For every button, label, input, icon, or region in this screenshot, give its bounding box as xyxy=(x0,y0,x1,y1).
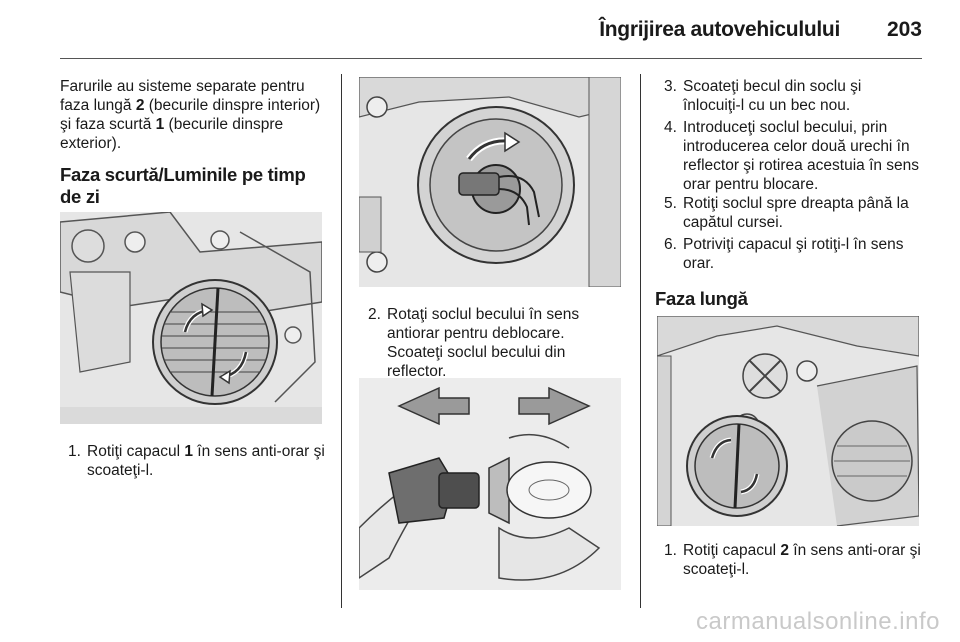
page-header-title: Îngrijirea autovehiculului xyxy=(599,18,840,41)
page-number: 203 xyxy=(886,18,922,41)
step-number: 3. xyxy=(664,78,677,95)
step-text-c: în sens anti-orar şi scoateţi-l. xyxy=(683,542,921,578)
step-5: 5. Rotiţi soclul spre dreapta până la ca… xyxy=(664,194,926,234)
step-1-low-beam: 1. Rotiţi capacul 1 în sens anti-orar şi… xyxy=(68,442,330,486)
intro-text-c: (becurile dinspre interior) şi faza scur… xyxy=(60,97,321,133)
step-2: 2. Rotaţi soclul becului în sens antiora… xyxy=(368,305,630,385)
step-text: Scoateţi becul din soclu şi înlocuiţi-l … xyxy=(683,78,862,114)
column-divider-1 xyxy=(341,74,342,608)
step-number: 1. xyxy=(664,542,677,559)
step-text: Rotiţi capacul 2 în sens anti-orar şi sc… xyxy=(683,541,925,579)
header-divider xyxy=(60,58,922,59)
intro-text-e: (becurile dinspre exterior). xyxy=(60,116,284,152)
watermark-text: carmanualsonline.info xyxy=(696,608,940,635)
step-number: 6. xyxy=(664,236,677,253)
step-number: 1. xyxy=(68,443,81,460)
step-3: 3. Scoateţi becul din soclu şi înlocuiţi… xyxy=(664,77,926,117)
step-number: 5. xyxy=(664,195,677,212)
step-text-a: Rotiţi capacul xyxy=(683,542,781,559)
figure-bulb-removal xyxy=(359,378,621,590)
intro-ref-1: 1 xyxy=(155,116,165,133)
step-text: Rotiţi soclul spre dreapta până la capăt… xyxy=(683,195,909,231)
step-text: Rotaţi soclul becului în sens antiorar p… xyxy=(387,306,580,380)
step-4: 4. Introduceţi soclul becului, prin intr… xyxy=(664,118,926,198)
intro-paragraph: Farurile au sisteme separate pentru faza… xyxy=(60,77,330,153)
step-text-a: Rotiţi capacul xyxy=(87,443,185,460)
intro-text-a: Farurile au sisteme separate pentru faza… xyxy=(60,78,305,114)
step-ref-2: 2 xyxy=(780,542,789,559)
figure-low-beam-cover xyxy=(60,212,322,424)
intro-ref-2: 2 xyxy=(135,97,145,114)
step-text: Introduceţi soclul becului, prin introdu… xyxy=(683,119,920,193)
figure-high-beam-cover xyxy=(657,316,919,526)
section-heading-high-beam: Faza lungă xyxy=(655,288,748,309)
step-number: 4. xyxy=(664,119,677,136)
step-1-high-beam: 1. Rotiţi capacul 2 în sens anti-orar şi… xyxy=(664,541,926,585)
step-ref-1: 1 xyxy=(184,443,193,460)
step-text: Potriviţi capacul şi rotiţi-l în sens or… xyxy=(683,236,904,272)
step-6: 6. Potriviţi capacul şi rotiţi-l în sens… xyxy=(664,235,926,275)
step-number: 2. xyxy=(368,306,381,323)
step-text: Rotiţi capacul 1 în sens anti-orar şi sc… xyxy=(87,442,329,480)
step-text-c: în sens anti-orar şi scoateţi-l. xyxy=(87,443,325,479)
column-divider-2 xyxy=(640,74,641,608)
section-heading-low-beam: Faza scurtă/Luminile pe timp de zi xyxy=(60,164,306,207)
figure-bulb-socket xyxy=(359,77,621,287)
